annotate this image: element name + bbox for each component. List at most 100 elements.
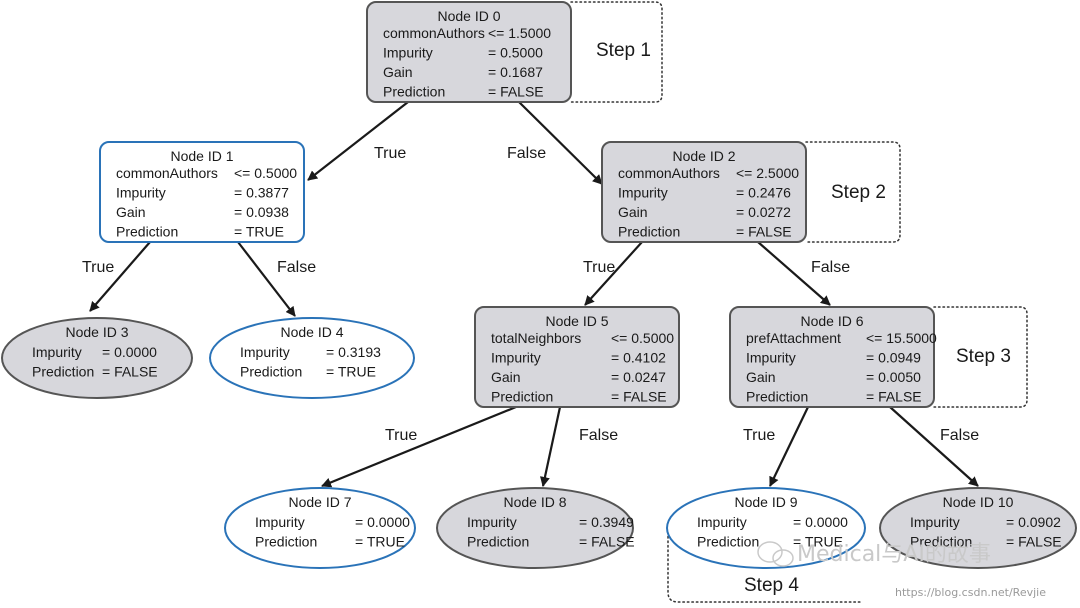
node-attr-value: = 0.3193 bbox=[326, 344, 381, 360]
node-title: Node ID 1 bbox=[170, 148, 233, 164]
node-attr-name: Prediction bbox=[116, 224, 178, 240]
node-ellipse bbox=[879, 487, 1077, 569]
watermark: Medical与AI的故事 https://blog.csdn.net/Revj… bbox=[757, 541, 1046, 599]
node-attr-name: Impurity bbox=[491, 350, 541, 366]
node-ellipse bbox=[436, 487, 634, 569]
node-attr-value: = FALSE bbox=[1006, 534, 1062, 550]
node-attr-name: Impurity bbox=[467, 514, 517, 530]
node-attr-name: Gain bbox=[746, 369, 776, 385]
node-title: Node ID 6 bbox=[800, 313, 863, 329]
node-attr-name: Impurity bbox=[383, 45, 433, 61]
node-attr-value: = 0.3949 bbox=[579, 514, 634, 530]
node-attr-name: Gain bbox=[491, 369, 521, 385]
node-title: Node ID 4 bbox=[280, 324, 343, 340]
node-attr-name: Impurity bbox=[746, 350, 796, 366]
watermark-url: https://blog.csdn.net/Revjie bbox=[895, 586, 1046, 599]
step-label: Step 3 bbox=[956, 346, 1011, 367]
node-attr-value: = 0.5000 bbox=[488, 45, 543, 61]
wechat-icon bbox=[757, 541, 794, 567]
step-label: Step 2 bbox=[831, 182, 886, 203]
node-attr-value: = 0.1687 bbox=[488, 64, 543, 80]
watermark-text: Medical与AI的故事 bbox=[797, 542, 991, 567]
node-attr-name: commonAuthors bbox=[116, 165, 218, 181]
node-attr-value: = TRUE bbox=[793, 534, 843, 550]
node-attr-value: = TRUE bbox=[355, 534, 405, 550]
node-attr-value: = 0.3877 bbox=[234, 185, 289, 201]
node-attr-name: Prediction bbox=[697, 534, 759, 550]
node-attr-name: Gain bbox=[116, 204, 146, 220]
node-box bbox=[729, 306, 935, 408]
node-attr-name: Impurity bbox=[116, 185, 166, 201]
node-attr-name: commonAuthors bbox=[618, 165, 720, 181]
edge-label: False bbox=[811, 259, 850, 276]
node-attr-name: Prediction bbox=[746, 389, 808, 405]
edge-arrow bbox=[307, 101, 409, 181]
edge-arrow bbox=[321, 405, 517, 488]
edge-label: True bbox=[82, 259, 114, 276]
node-attr-value: = 0.0000 bbox=[355, 514, 410, 530]
node-attr-name: Prediction bbox=[32, 364, 94, 380]
node-attr-value: = 0.0938 bbox=[234, 204, 289, 220]
edge-arrow bbox=[237, 241, 296, 317]
node-title: Node ID 3 bbox=[65, 324, 128, 340]
node-attr-name: Prediction bbox=[618, 224, 680, 240]
node-attr-value: <= 15.5000 bbox=[866, 330, 937, 346]
edge-label: True bbox=[374, 145, 406, 162]
node-attr-name: Impurity bbox=[910, 514, 960, 530]
node-box bbox=[366, 1, 572, 103]
node-title: Node ID 8 bbox=[503, 494, 566, 510]
node-attr-name: Impurity bbox=[240, 344, 290, 360]
node-attr-value: = FALSE bbox=[611, 389, 667, 405]
edge-arrow bbox=[757, 241, 831, 306]
edge-arrow bbox=[769, 406, 809, 487]
node-attr-name: commonAuthors bbox=[383, 25, 485, 41]
node-attr-name: Impurity bbox=[618, 185, 668, 201]
node-attr-value: = 0.0247 bbox=[611, 369, 666, 385]
node-attr-value: = 0.0050 bbox=[866, 369, 921, 385]
node-attr-value: = 0.0000 bbox=[793, 514, 848, 530]
node-attr-name: Impurity bbox=[697, 514, 747, 530]
edge-arrow bbox=[540, 406, 562, 487]
node-attr-value: <= 0.5000 bbox=[234, 165, 297, 181]
edge-arrow bbox=[518, 101, 603, 185]
node-attr-name: Prediction bbox=[255, 534, 317, 550]
node-attr-name: Prediction bbox=[240, 364, 302, 380]
node-attr-value: = FALSE bbox=[866, 389, 922, 405]
step-label: Step 4 bbox=[744, 575, 799, 596]
node-attr-value: = TRUE bbox=[234, 224, 284, 240]
node-ellipse bbox=[666, 487, 866, 569]
node-attr-value: = 0.0949 bbox=[866, 350, 921, 366]
node-attr-name: totalNeighbors bbox=[491, 330, 581, 346]
node-box bbox=[601, 141, 807, 243]
step-bracket bbox=[570, 1, 663, 103]
node-ellipse bbox=[1, 317, 193, 399]
node-attr-name: Gain bbox=[383, 64, 413, 80]
node-attr-name: Prediction bbox=[383, 84, 445, 100]
node-attr-value: = 0.0902 bbox=[1006, 514, 1061, 530]
edge-label: False bbox=[277, 259, 316, 276]
node-attr-name: Prediction bbox=[491, 389, 553, 405]
edge-arrow bbox=[584, 241, 643, 306]
edge-label: True bbox=[583, 259, 615, 276]
node-attr-value: = FALSE bbox=[488, 84, 544, 100]
edge-label: False bbox=[940, 427, 979, 444]
node-title: Node ID 0 bbox=[437, 8, 500, 24]
edge-label: True bbox=[385, 427, 417, 444]
node-attr-value: <= 2.5000 bbox=[736, 165, 799, 181]
node-attr-value: = FALSE bbox=[579, 534, 635, 550]
node-title: Node ID 5 bbox=[545, 313, 608, 329]
node-ellipse bbox=[209, 317, 415, 399]
edge-label: False bbox=[579, 427, 618, 444]
node-attr-value: <= 1.5000 bbox=[488, 25, 551, 41]
